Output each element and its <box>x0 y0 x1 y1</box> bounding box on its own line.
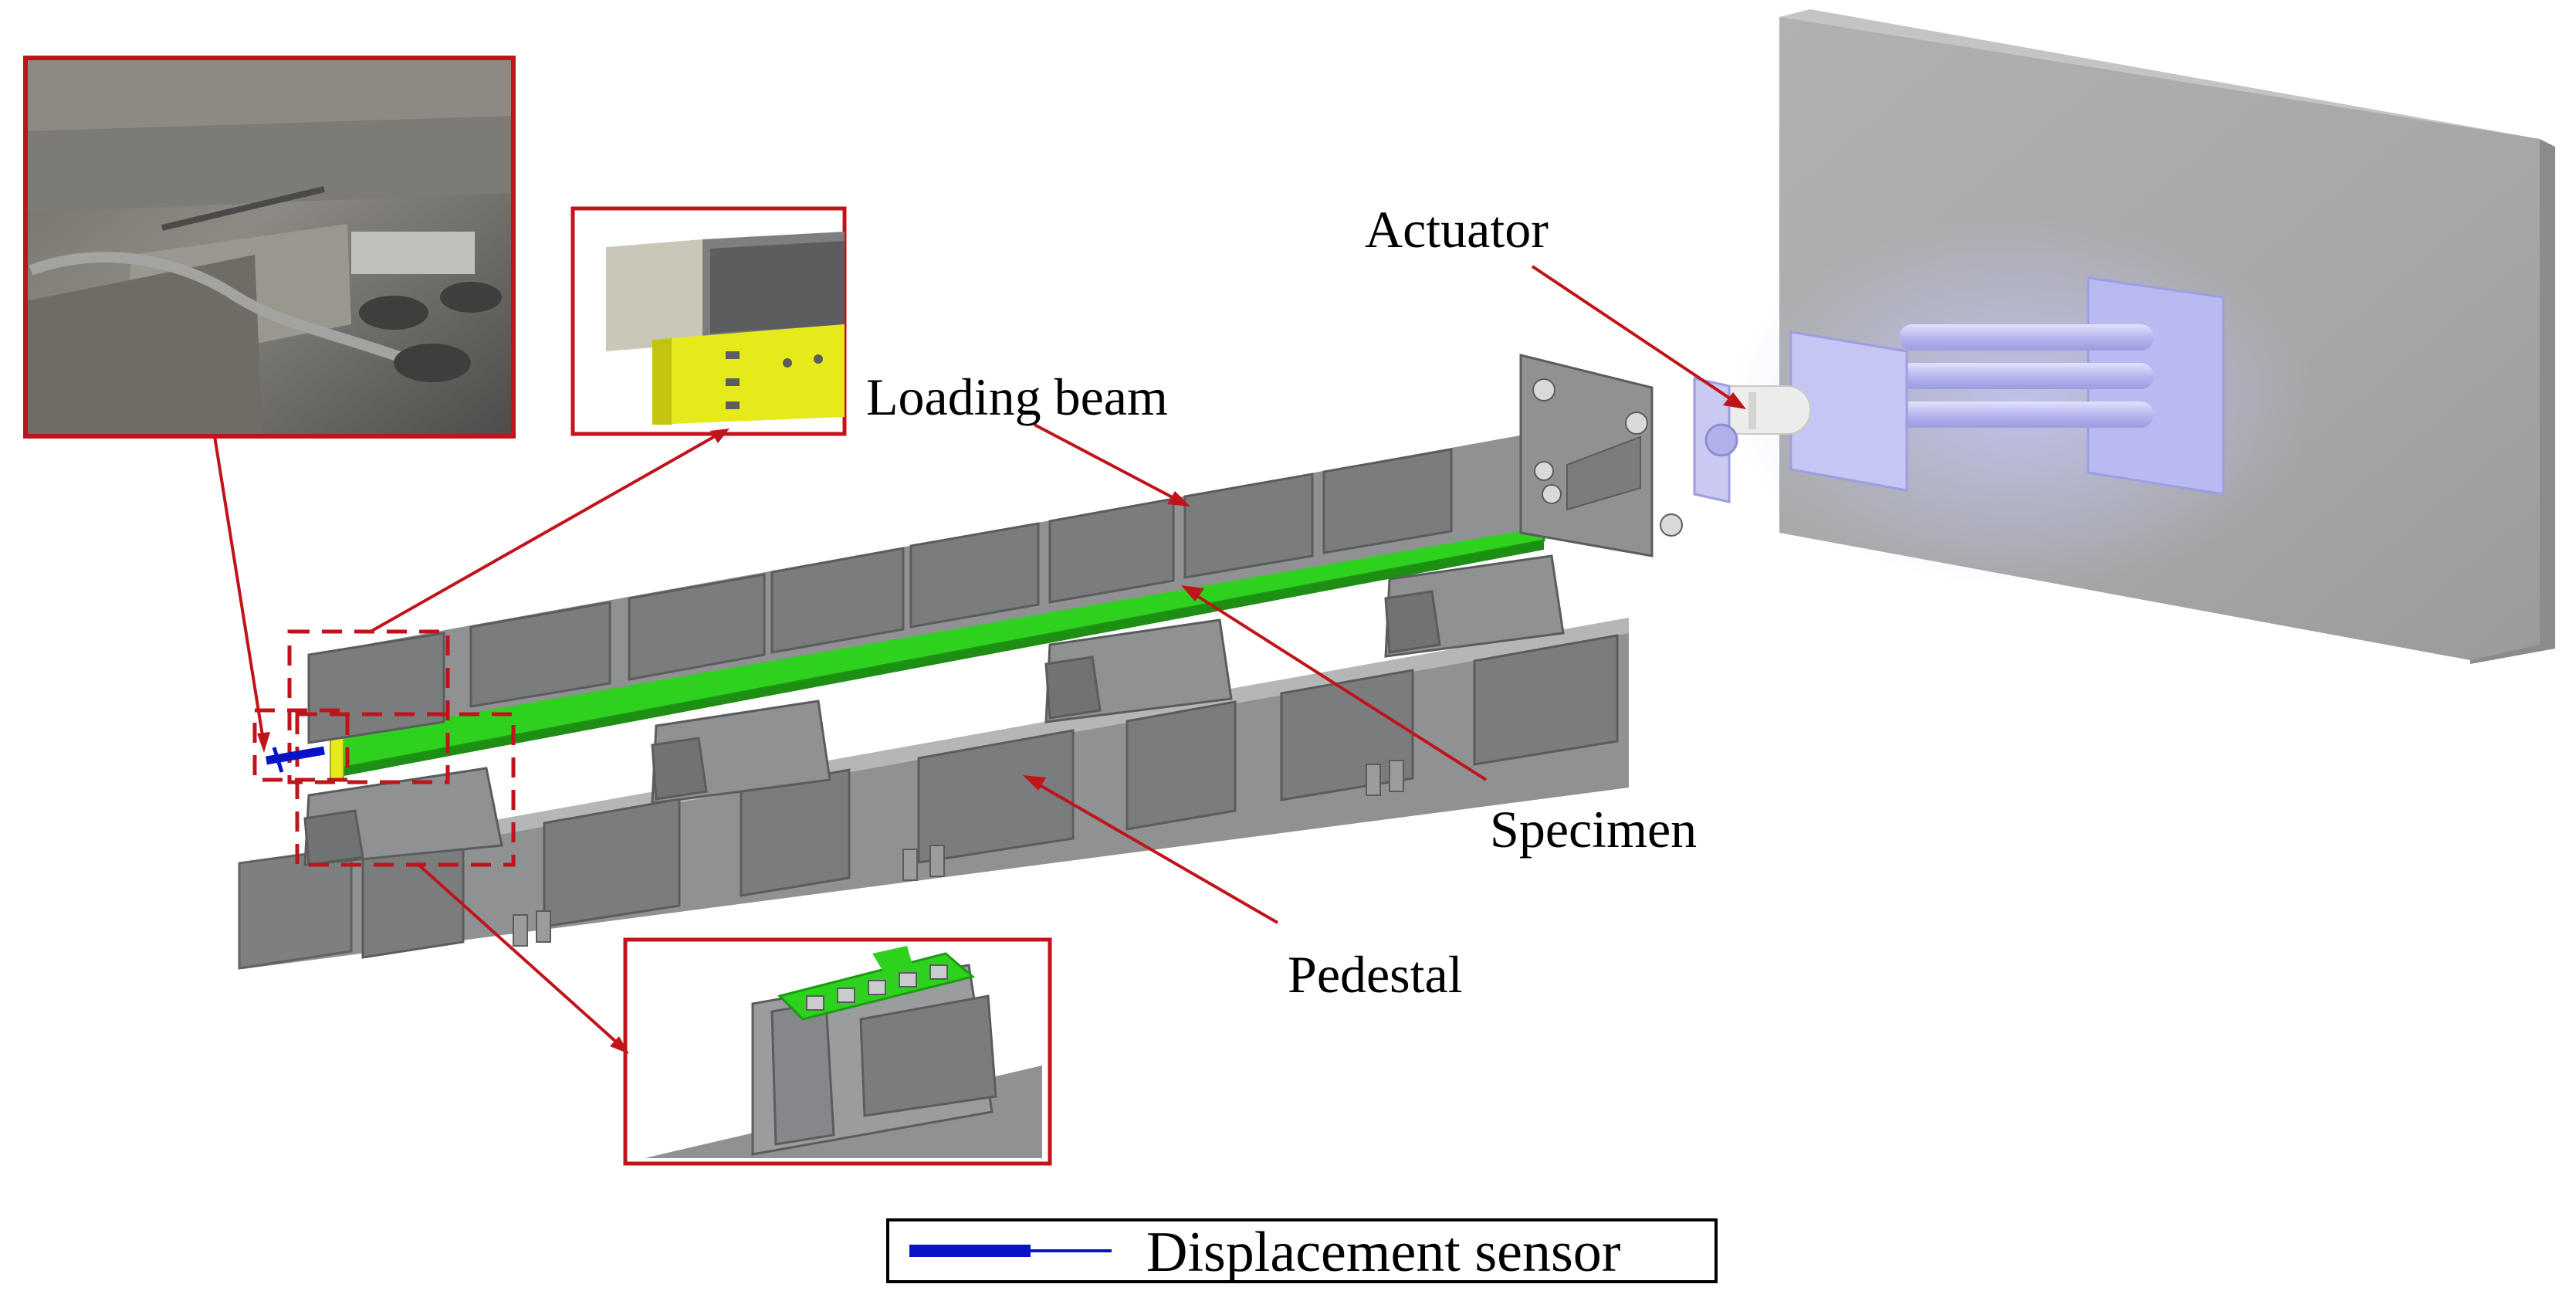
legend-displacement-sensor-label: Displacement sensor <box>1146 1221 1620 1284</box>
photo-detail-icon <box>23 56 516 439</box>
displacement-sensor-icon <box>266 746 325 773</box>
actuator <box>1693 276 2225 503</box>
pedestal-label: Pedestal <box>1288 945 1463 1004</box>
actuator-label: Actuator <box>1365 200 1549 259</box>
callout-leaders <box>213 429 729 1054</box>
legend: Displacement sensor <box>886 1218 1718 1284</box>
loading-beam-label: Loading beam <box>866 368 1168 426</box>
pedestal-detail-inset <box>623 937 1052 1166</box>
loading-beam <box>307 354 1683 744</box>
specimen-label: Specimen <box>1490 800 1697 859</box>
callout-dashed-boxes <box>252 629 516 867</box>
label-arrows <box>1023 265 1746 924</box>
pedestal <box>238 554 1629 970</box>
loading-beam-detail-inset <box>570 206 847 436</box>
